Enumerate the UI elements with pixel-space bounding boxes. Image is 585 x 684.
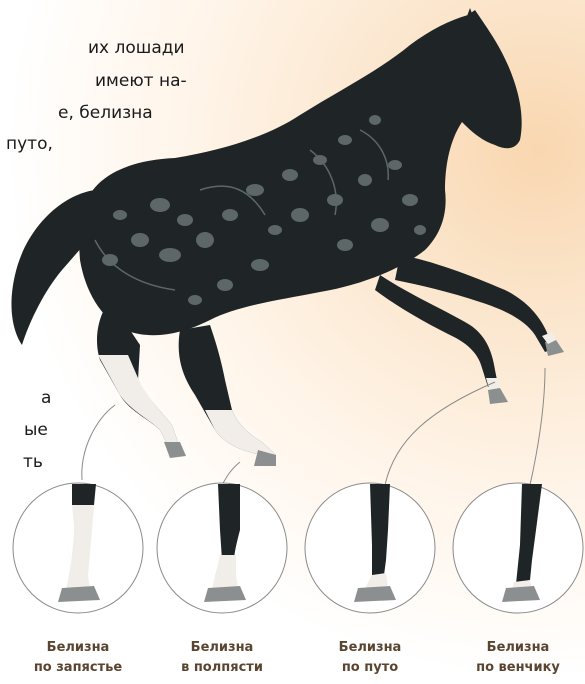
caption-half-pastern-line-1: Белизна xyxy=(167,638,277,658)
caption-pastern-line-1: Белизна xyxy=(315,638,425,658)
caption-half-pastern-line-2: в полпясти xyxy=(167,658,277,678)
caption-wrist-line-1: Белизна xyxy=(23,638,133,658)
far-foreleg-hoof xyxy=(488,388,508,404)
caption-pastern-line-2: по путо xyxy=(315,658,425,678)
leg-circle-3 xyxy=(305,483,435,613)
leg-circle-1 xyxy=(13,483,143,613)
leg-circle-2 xyxy=(157,483,287,613)
leg-circle-4 xyxy=(453,483,583,613)
caption-coronet: Белизна по венчику xyxy=(463,638,573,678)
caption-pastern: Белизна по путо xyxy=(315,638,425,678)
far-hind-hoof xyxy=(164,442,186,458)
caption-wrist: Белизна по запястье xyxy=(23,638,133,678)
leader-line-2 xyxy=(222,462,240,485)
caption-wrist-line-2: по запястье xyxy=(23,658,133,678)
leader-line-3 xyxy=(385,382,495,485)
caption-coronet-line-1: Белизна xyxy=(463,638,573,658)
leader-line-4 xyxy=(530,368,545,485)
leader-lines xyxy=(82,368,545,485)
caption-coronet-line-2: по венчику xyxy=(463,658,573,678)
caption-half-pastern: Белизна в полпясти xyxy=(167,638,277,678)
far-hind-marking xyxy=(98,355,180,450)
leader-line-1 xyxy=(82,405,115,480)
